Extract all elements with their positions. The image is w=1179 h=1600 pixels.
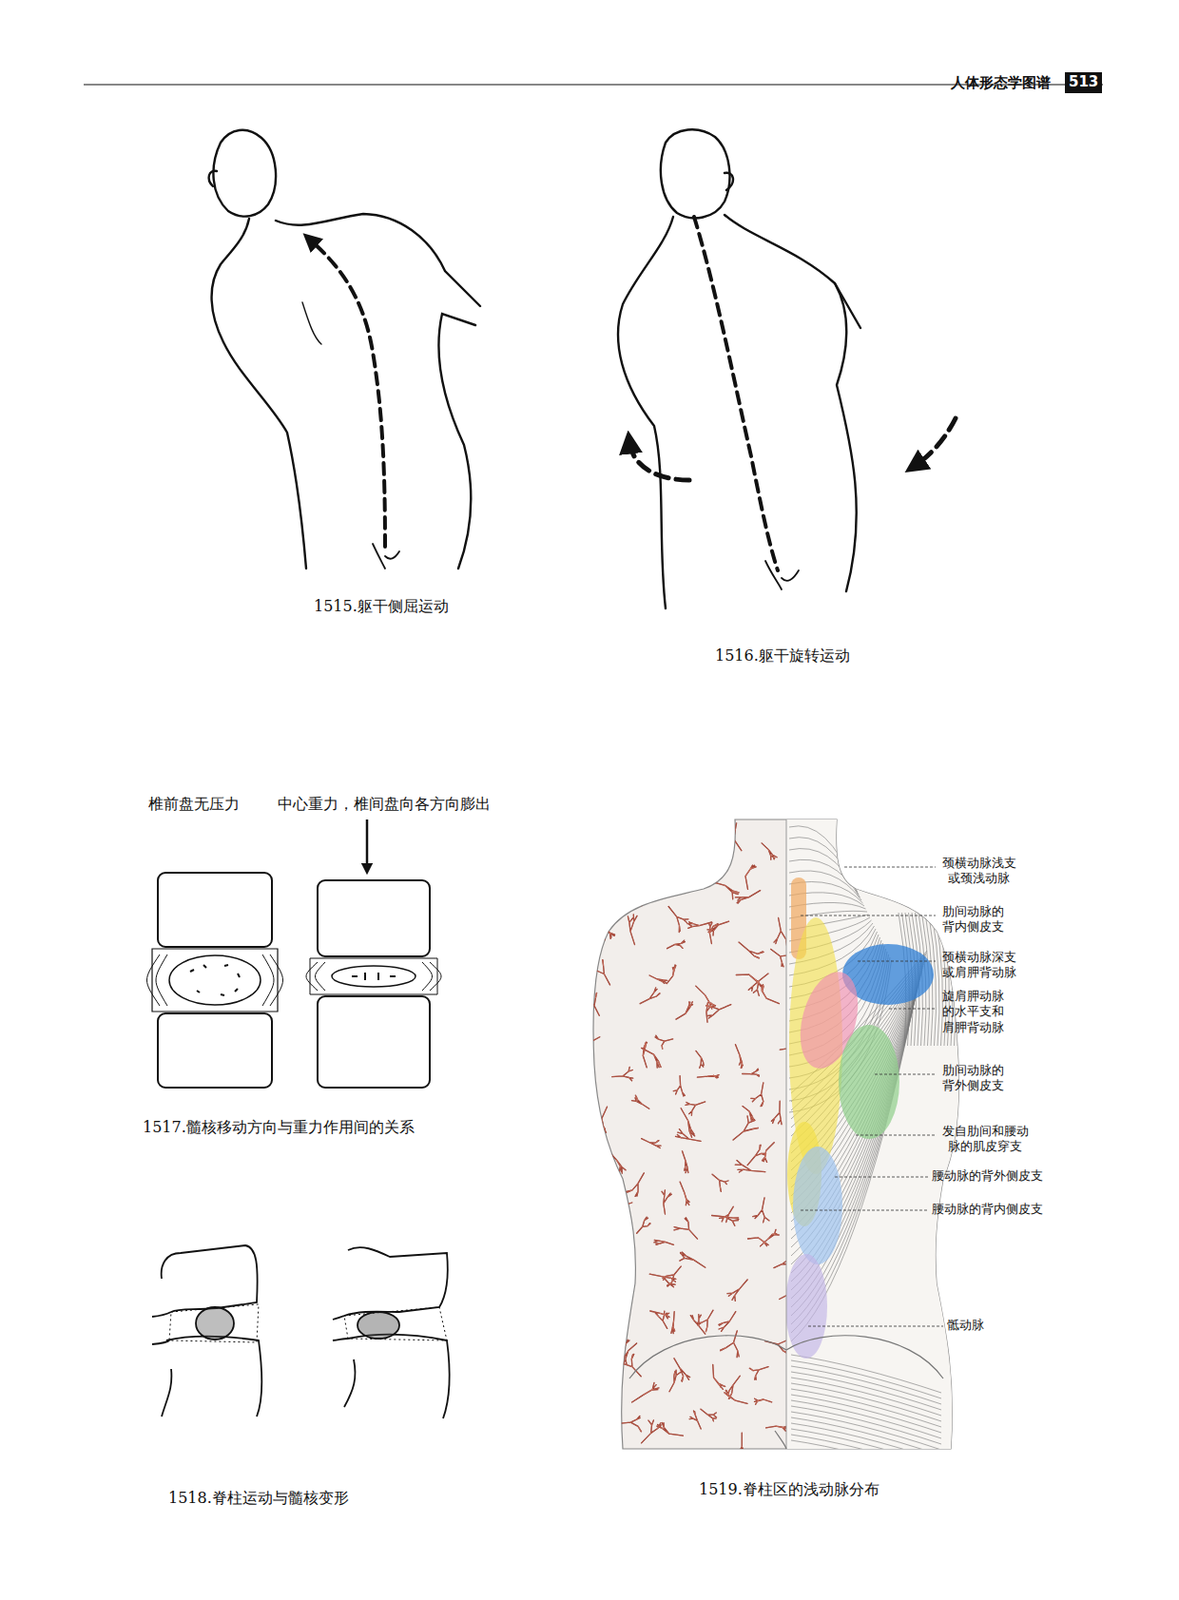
vessel-branches <box>579 819 787 1460</box>
leader-line <box>855 1135 936 1137</box>
head <box>212 130 276 217</box>
leader-line <box>844 867 936 869</box>
color-patch <box>792 1146 843 1265</box>
vertebra-edge <box>332 1315 348 1341</box>
leader-line <box>874 1074 936 1076</box>
rotation-arrow <box>914 418 956 466</box>
disc <box>152 948 278 1012</box>
torso-outline <box>439 313 476 569</box>
nucleus <box>331 966 416 987</box>
figure-caption: 1518.脊柱运动与髓核变形 <box>168 1488 349 1509</box>
spine-arrow <box>309 239 386 547</box>
figure-caption: 1517.髓核移动方向与重力作用间的关系 <box>142 1118 415 1139</box>
vertebra <box>317 996 430 1088</box>
annulus <box>306 962 442 991</box>
vertebra <box>157 1013 272 1088</box>
lateral-flexion-figure <box>209 130 481 569</box>
artery-label: 腰动脉的背内侧皮支 <box>931 1201 1044 1218</box>
artery-label: 腰动脉的背外侧皮支 <box>931 1168 1044 1184</box>
pressure-arrow <box>366 819 369 870</box>
page-number: 513 <box>1064 72 1102 94</box>
annulus <box>147 954 284 1006</box>
header-rule <box>83 83 1103 85</box>
panel-note: 椎前盘无压力 <box>148 794 240 815</box>
artery-label: 旋肩胛动脉 的水平支和 肩胛背动脉 <box>939 988 1006 1036</box>
leader-lines <box>800 867 944 1327</box>
torso-outline <box>618 216 674 609</box>
torso-outline <box>212 218 307 569</box>
disc <box>309 958 438 995</box>
nucleus <box>195 1307 234 1340</box>
muscle-fibres <box>789 826 964 1474</box>
back-figure <box>579 808 977 1479</box>
figure-caption: 1519.脊柱区的浅动脉分布 <box>698 1480 880 1501</box>
torso-outline <box>724 214 857 592</box>
nucleus-texture <box>190 965 240 996</box>
leader-line <box>800 915 936 917</box>
disc <box>169 1304 259 1343</box>
shoulder-outline <box>275 213 481 307</box>
vertebra <box>344 1334 450 1419</box>
gluteal-cleft <box>765 560 799 590</box>
color-patch <box>838 1024 900 1140</box>
color-patch <box>786 1254 828 1359</box>
vertebra <box>157 872 272 948</box>
vertebra <box>317 880 430 957</box>
left-half <box>579 819 787 1460</box>
gluteal-outline <box>629 1335 944 1450</box>
artery-label: 颈横动脉深支 或肩胛背动脉 <box>939 949 1019 982</box>
vertebra <box>344 1247 448 1316</box>
running-header: 人体形态学图谱 <box>950 74 1051 94</box>
leader-line <box>889 1008 936 1010</box>
muscle-strokes <box>789 826 964 1474</box>
artery-label: 肋间动脉的 背内侧皮支 <box>939 904 1006 936</box>
panel-note: 中心重力，椎间盘向各方向膨出 <box>277 794 491 815</box>
leader-line <box>808 1326 944 1328</box>
midline <box>786 819 788 1450</box>
leader-line <box>834 1177 928 1179</box>
vertebra <box>161 1336 263 1418</box>
vessel-network <box>579 819 787 1460</box>
artery-label: 颈横动脉浅支 或颈浅动脉 <box>939 855 1019 888</box>
figure-caption: 1516.躯干旋转运动 <box>715 646 851 667</box>
nucleus <box>357 1312 400 1339</box>
artery-label: 骶动脉 <box>947 1317 985 1334</box>
nucleus-texture <box>351 972 396 981</box>
rotation-arrow <box>629 442 690 481</box>
ear <box>724 173 734 191</box>
scapula-line <box>302 302 322 345</box>
disc <box>344 1307 447 1341</box>
vertebra <box>161 1245 258 1313</box>
disc-deformation <box>152 1245 450 1419</box>
figure-caption: 1515.躯干侧屈运动 <box>313 597 449 618</box>
artery-label: 肋间动脉的 背外侧皮支 <box>939 1063 1006 1095</box>
vertebra-edge <box>152 1312 172 1345</box>
right-half <box>579 808 977 1479</box>
nucleus <box>169 955 261 1006</box>
disc-diagram <box>147 819 443 1088</box>
vessel-highlight <box>579 819 787 1460</box>
leader-line <box>800 1210 928 1212</box>
leader-line <box>857 961 936 963</box>
artery-label: 发自肋间和腰动 脉的肌皮穿支 <box>939 1123 1031 1156</box>
head <box>660 129 731 218</box>
rotation-figure <box>618 129 956 609</box>
spine-line <box>694 216 778 571</box>
ear <box>209 171 217 187</box>
arm-stub <box>834 283 861 329</box>
